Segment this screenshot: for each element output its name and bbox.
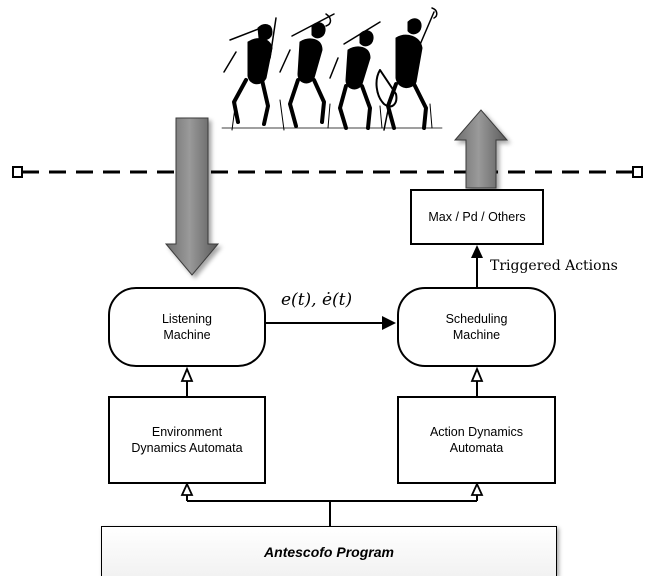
arrowhead bbox=[382, 316, 396, 330]
musician-figure bbox=[223, 17, 277, 126]
output-arrow-up bbox=[453, 109, 509, 189]
node-listening-machine: Listening Machine bbox=[108, 287, 266, 367]
node-action-dynamics-automata: Action Dynamics Automata bbox=[397, 396, 556, 484]
edge-label-error-signal: e(t), ė(t) bbox=[281, 290, 353, 310]
node-environment-dynamics-automata: Environment Dynamics Automata bbox=[108, 396, 266, 484]
hollow-arrowhead bbox=[470, 366, 484, 382]
hollow-arrowhead bbox=[470, 481, 484, 496]
musician-figure bbox=[279, 13, 335, 128]
node-max-pd-others: Max / Pd / Others bbox=[410, 189, 544, 245]
hollow-arrowhead bbox=[180, 366, 194, 382]
arrowhead bbox=[471, 245, 483, 258]
node-antescofo-program: Antescofo Program bbox=[101, 526, 557, 576]
input-arrow-down bbox=[164, 117, 220, 276]
node-scheduling-machine: Scheduling Machine bbox=[397, 287, 556, 367]
edge-label-triggered-actions: Triggered Actions bbox=[490, 258, 618, 274]
musician-figure bbox=[329, 21, 381, 130]
hollow-arrowhead bbox=[180, 481, 194, 496]
line-endpoint-left bbox=[12, 166, 23, 178]
musician-figure bbox=[375, 7, 438, 131]
musicians-illustration bbox=[221, 7, 443, 131]
line-endpoint-right bbox=[632, 166, 643, 178]
